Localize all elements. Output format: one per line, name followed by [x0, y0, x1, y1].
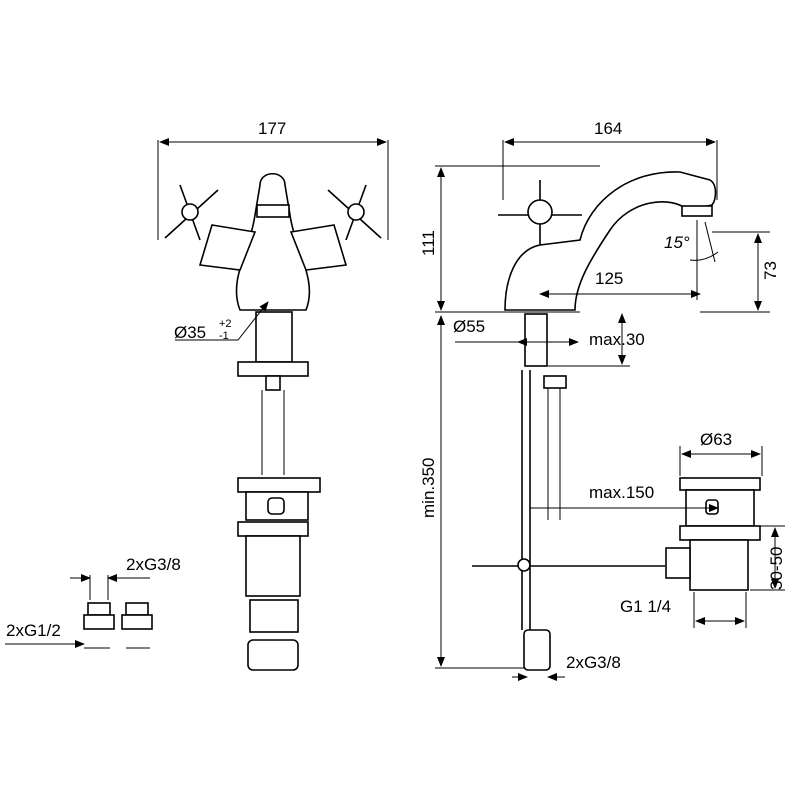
dim-max-deck: max.30: [589, 330, 645, 349]
dim-waste-range: 30-50: [767, 547, 786, 590]
front-view: Ø35 +2 -1 177: [157, 119, 389, 671]
dim-hole-tol-plus: +2: [219, 318, 232, 330]
side-view: 164 111 125 15° 73 Ø55 max.30: [419, 119, 786, 681]
dim-front-width: 177: [258, 119, 286, 138]
dim-hole-diameter: Ø35: [174, 323, 206, 342]
dim-spout-height: 73: [761, 261, 780, 280]
dim-g38-right: 2xG3/8: [566, 653, 621, 672]
dim-waste-diameter: Ø63: [700, 430, 732, 449]
dim-g38-left: 2xG3/8: [126, 555, 181, 574]
dim-angle: 15°: [664, 233, 690, 252]
dim-height: 111: [419, 230, 438, 256]
dim-max-rod: max.150: [589, 483, 654, 502]
dim-waste-thread: G1 1/4: [620, 597, 671, 616]
dim-side-width: 164: [594, 119, 622, 138]
dim-spout-reach: 125: [595, 269, 623, 288]
dim-base-diameter: Ø55: [453, 317, 485, 336]
dim-min-hose: min.350: [419, 458, 438, 518]
dim-hole-tol-minus: -1: [219, 330, 229, 342]
adapters: 2xG3/8 2xG1/2: [5, 555, 181, 649]
dim-g12: 2xG1/2: [6, 621, 61, 640]
